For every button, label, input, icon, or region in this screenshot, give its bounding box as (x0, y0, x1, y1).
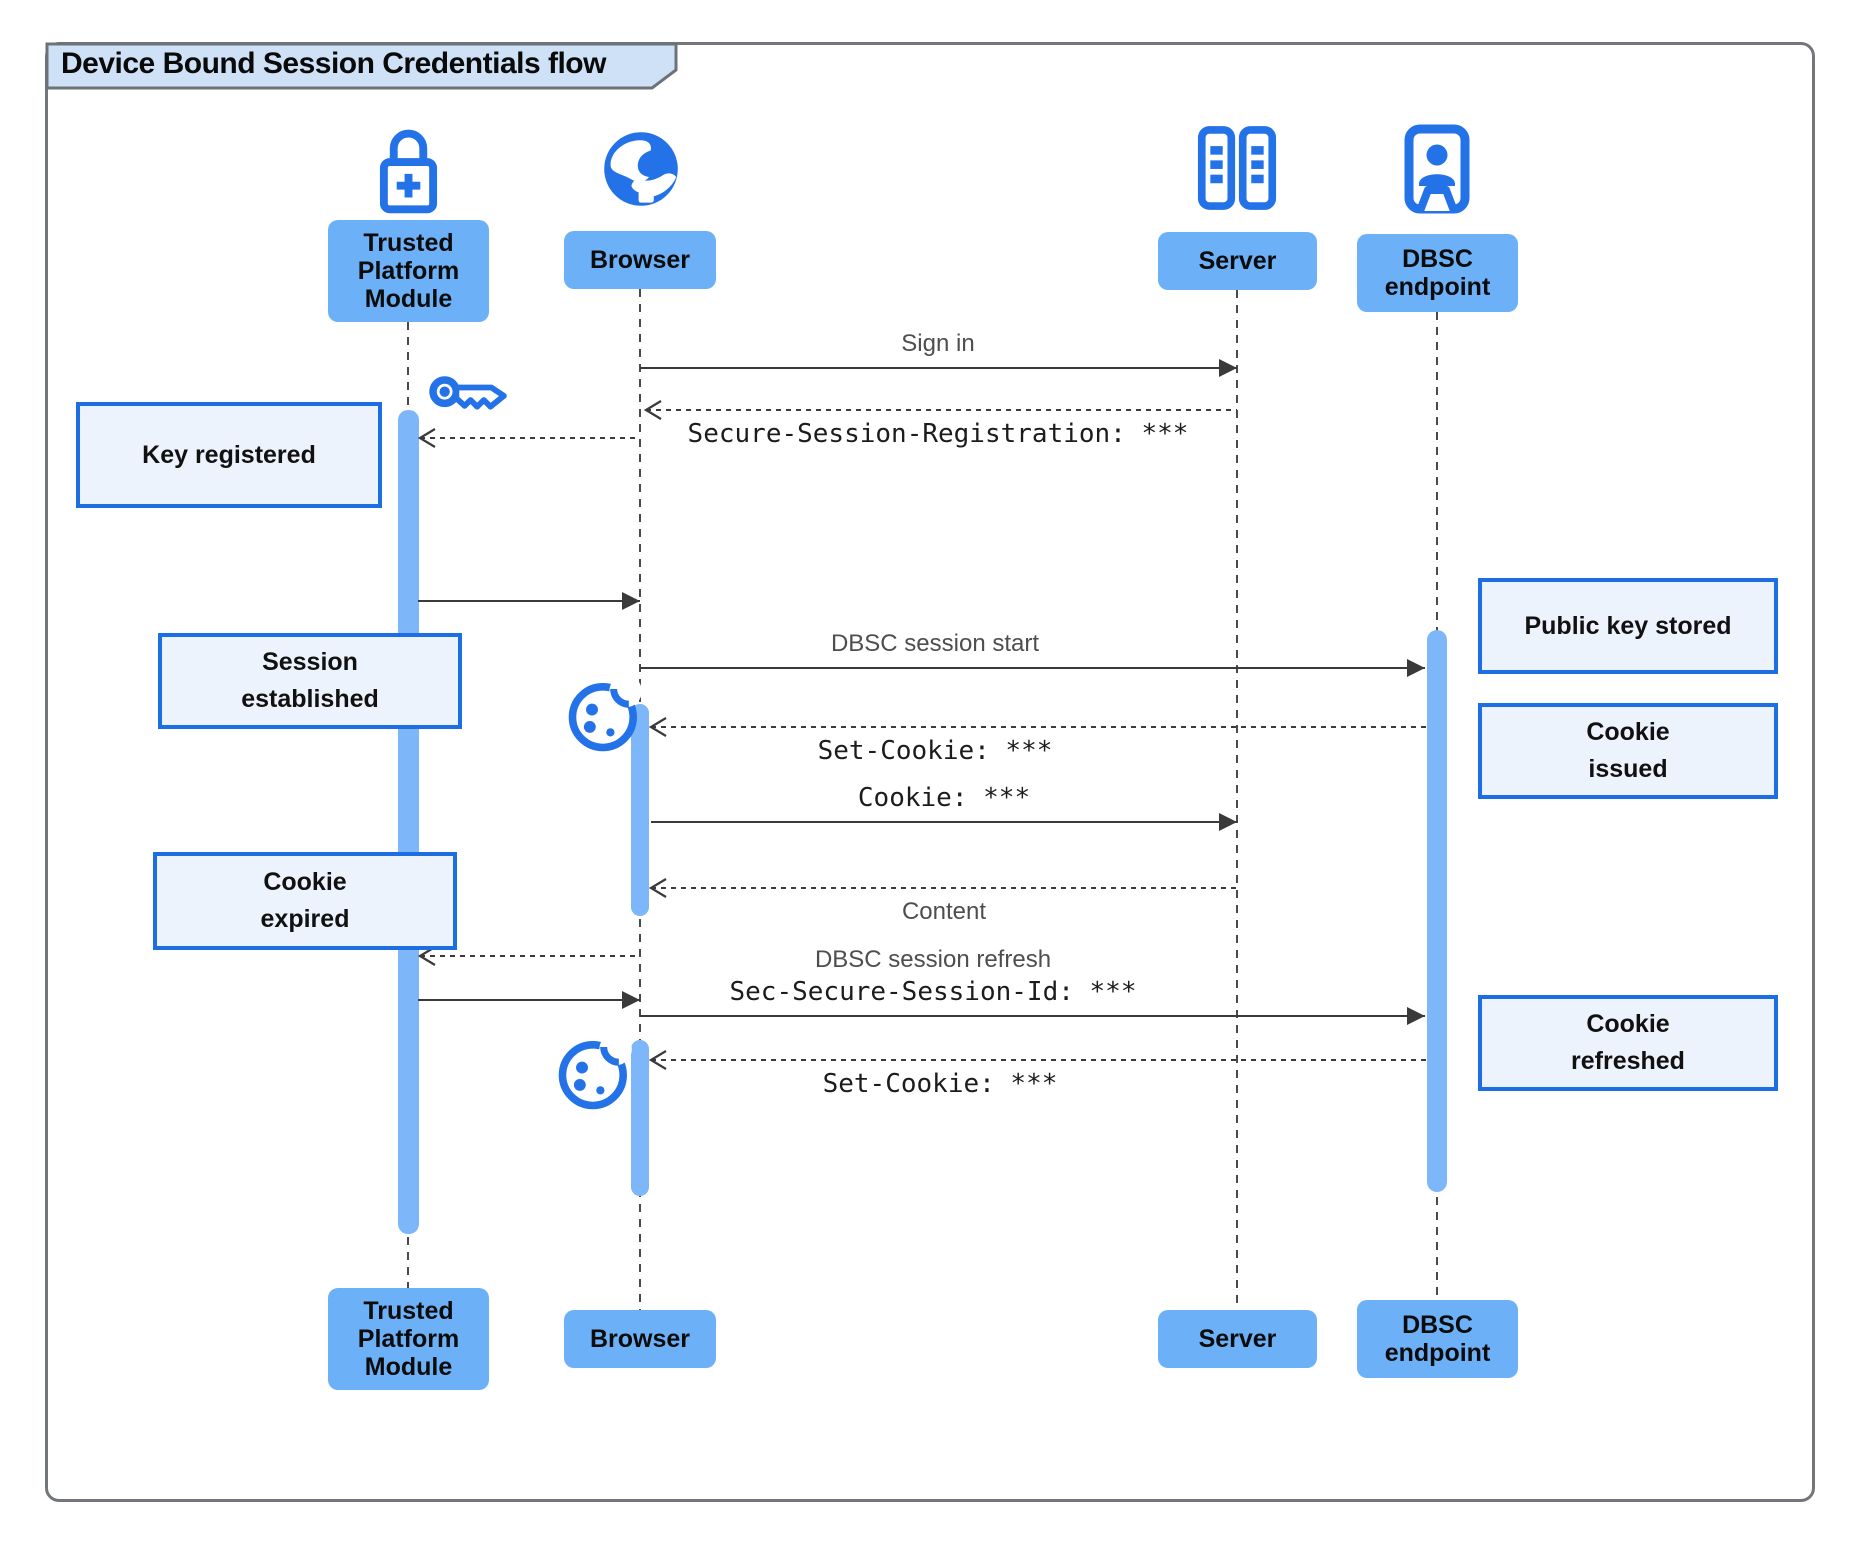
globe-icon (601, 128, 681, 210)
diagram-title-tab: Device Bound Session Credentials flow (45, 42, 679, 90)
message-line-content (651, 887, 1237, 889)
note-label: refreshed (1571, 1047, 1685, 1075)
arrowhead-set-cookie-2 (649, 1049, 669, 1071)
actor-label: Browser (589, 1325, 691, 1353)
note-label: Cookie (1586, 718, 1670, 746)
note-cookie-issued: Cookie issued (1478, 703, 1778, 799)
note-label: Cookie (263, 868, 347, 896)
actor-label: Server (1198, 1325, 1277, 1353)
arrowhead-tpm-to-browser-key (622, 592, 640, 610)
note-cookie-expired: Cookie expired (153, 852, 457, 950)
arrowhead-dbsc-session-start (1407, 659, 1425, 677)
lock-plus-icon (377, 120, 440, 217)
arrowhead-tpm-to-browser-proof (622, 991, 640, 1009)
note-label: issued (1588, 755, 1668, 783)
key-icon (428, 362, 508, 418)
message-line-tpm-to-browser-key (418, 600, 640, 602)
arrowhead-cookie (1219, 813, 1237, 831)
actor-label: Server (1198, 247, 1277, 275)
actor-label: Platform (357, 257, 460, 285)
actor-top-box-server: Server (1158, 232, 1317, 290)
message-line-dbsc-session-start (640, 667, 1425, 669)
arrowhead-set-cookie-1 (649, 716, 669, 738)
activation-bar-browser (631, 704, 649, 916)
diagram-frame (45, 42, 1815, 1502)
message-line-tpm-to-browser-proof (418, 999, 640, 1001)
note-label: Key registered (142, 440, 316, 469)
actor-label: Browser (589, 246, 691, 274)
note-label: Session (262, 648, 358, 676)
cookie-icon (556, 1034, 634, 1112)
actor-bottom-box-server: Server (1158, 1310, 1317, 1368)
activation-bar-dbsc (1427, 630, 1447, 1192)
actor-label: endpoint (1384, 273, 1491, 301)
server-rack-icon (1197, 126, 1277, 210)
arrowhead-sign-in (1219, 359, 1237, 377)
actor-label: DBSC (1402, 245, 1473, 273)
actor-label: Module (364, 1353, 453, 1381)
arrowhead-browser-to-tpm-register (418, 427, 438, 449)
message-line-secure-session-registration (646, 409, 1237, 411)
message-line-set-cookie-1 (651, 726, 1427, 728)
actor-label: Trusted (363, 229, 454, 257)
note-label: Public key stored (1524, 611, 1732, 640)
lifeline-server (1236, 290, 1238, 1310)
note-cookie-refreshed: Cookie refreshed (1478, 995, 1778, 1091)
message-line-browser-to-tpm-register (420, 437, 640, 439)
actor-label: Module (364, 285, 453, 313)
title-tab-shape (45, 42, 678, 90)
actor-bottom-box-browser: Browser (564, 1310, 716, 1368)
activation-bar-browser (631, 1040, 649, 1196)
message-line-sign-in (640, 367, 1237, 369)
message-line-browser-to-tpm-refresh (420, 955, 640, 957)
actor-label: DBSC (1402, 1311, 1473, 1339)
arrowhead-content (649, 877, 669, 899)
note-public-key-stored: Public key stored (1478, 578, 1778, 674)
arrowhead-secure-session-registration (644, 399, 664, 421)
activation-bar-tpm (398, 410, 419, 1234)
page-title: Device Bound Session Credentials flow (61, 47, 606, 80)
cookie-icon (566, 676, 644, 754)
note-label: Cookie (1586, 1010, 1670, 1038)
message-line-cookie (651, 821, 1237, 823)
note-label: expired (260, 905, 350, 933)
actor-label: Trusted (363, 1297, 454, 1325)
message-line-set-cookie-2 (651, 1059, 1427, 1061)
arrowhead-browser-to-tpm-refresh (418, 945, 438, 967)
actor-label: Platform (357, 1325, 460, 1353)
actor-label: endpoint (1384, 1339, 1491, 1367)
message-line-dbsc-session-refresh (640, 1015, 1425, 1017)
note-key-registered: Key registered (76, 402, 382, 508)
actor-top-box-browser: Browser (564, 231, 716, 289)
arrowhead-dbsc-session-refresh (1407, 1007, 1425, 1025)
note-session-established: Session established (158, 633, 462, 729)
badge-person-icon (1404, 124, 1470, 214)
note-label: established (241, 685, 379, 713)
